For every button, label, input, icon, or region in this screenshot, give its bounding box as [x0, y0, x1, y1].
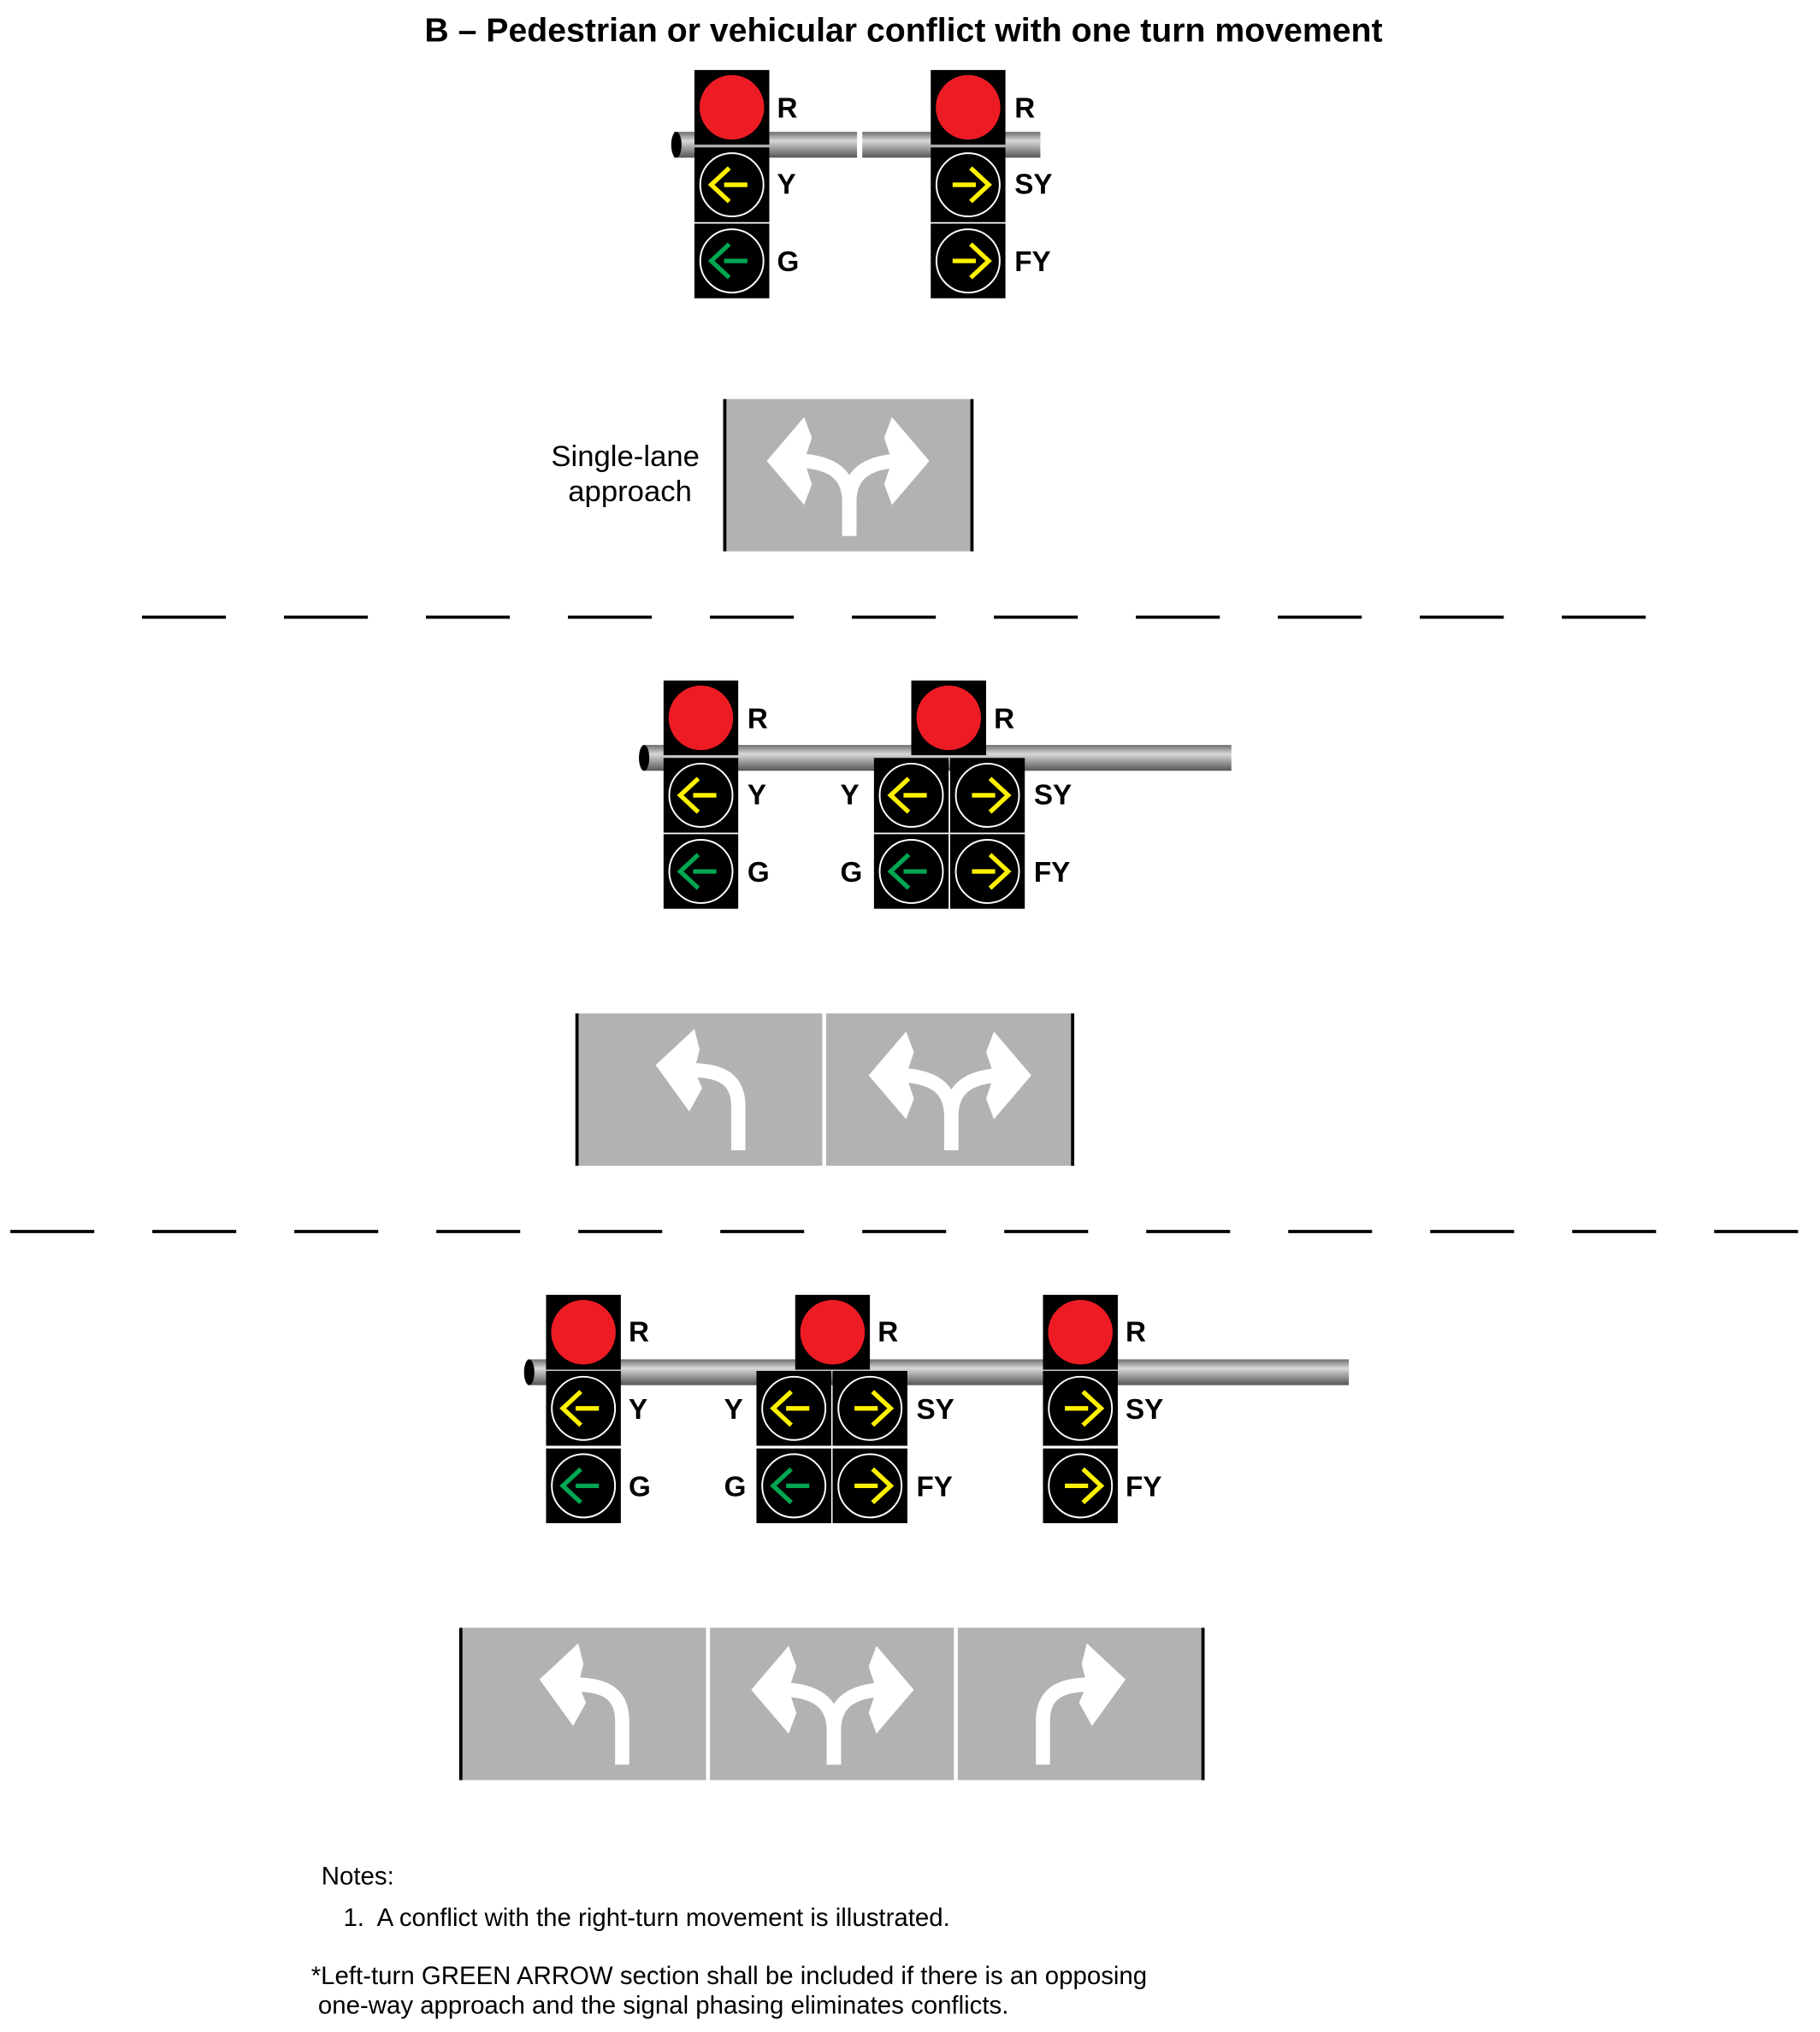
red-ball-icon: [931, 70, 1006, 145]
lane-label-line2: approach: [568, 476, 692, 508]
signal-label: SY: [917, 1394, 954, 1426]
yellow-right-arrow-icon: [832, 1371, 907, 1446]
green-left-arrow-icon: [694, 223, 770, 298]
yellow-left-arrow-icon: [756, 1371, 831, 1446]
pole-end-cap: [523, 1359, 535, 1385]
signal-head-left-turn: [664, 681, 739, 909]
yellow-left-arrow-icon: [664, 758, 739, 833]
green-left-arrow-icon: [756, 1449, 831, 1524]
footnote-line2: one-way approach and the signal phasing …: [311, 1992, 1009, 2020]
signal-head-right-turn: [931, 70, 1006, 298]
signal-head-right-turn: [1043, 1295, 1118, 1523]
signal-label: R: [748, 703, 768, 735]
signal-label: Y: [748, 779, 766, 811]
signal-label: Y: [777, 169, 796, 201]
signal-label: SY: [1126, 1394, 1163, 1426]
yellow-left-arrow-icon: [874, 758, 949, 833]
pole-end-cap: [639, 745, 650, 771]
signal-label: FY: [917, 1471, 953, 1503]
yellow-left-arrow-icon: [546, 1371, 621, 1446]
red-ball-icon: [546, 1295, 621, 1370]
signal-label: R: [878, 1316, 898, 1348]
signal-head-left-turn: [546, 1295, 621, 1523]
red-ball-icon: [1043, 1295, 1118, 1370]
red-ball-icon: [912, 681, 987, 756]
signal-label: SY: [1034, 779, 1072, 811]
signal-label: G: [724, 1471, 747, 1503]
mast-arm-pole: [528, 1359, 1350, 1385]
yellow-left-arrow-icon: [694, 147, 770, 222]
green-left-arrow-icon: [874, 834, 949, 909]
signal-head-left-turn: [694, 70, 770, 298]
signal-label: Y: [841, 779, 860, 811]
flashing-yellow-right-arrow-icon: [1043, 1449, 1118, 1524]
section-two-lane: R Y G R Y G SY FY: [575, 681, 1232, 1167]
signal-label: G: [777, 246, 800, 278]
signal-label: FY: [1126, 1471, 1161, 1503]
signal-label: G: [748, 857, 770, 889]
lane-label-line1: Single-lane: [551, 440, 700, 473]
yellow-right-arrow-icon: [931, 147, 1006, 222]
red-ball-icon: [694, 70, 770, 145]
yellow-right-arrow-icon: [1043, 1371, 1118, 1446]
notes-heading: Notes:: [322, 1863, 394, 1891]
note-item: 1. A conflict with the right-turn moveme…: [343, 1904, 949, 1932]
signal-label: FY: [1014, 246, 1050, 278]
section-three-lane: R Y G Y G R SY FY R SY FY: [458, 1295, 1350, 1781]
signal-label: FY: [1034, 857, 1070, 889]
pole-end-cap: [671, 132, 682, 158]
signal-label: Y: [724, 1394, 743, 1426]
red-ball-icon: [795, 1295, 871, 1370]
green-left-arrow-icon: [546, 1449, 621, 1524]
green-left-arrow-icon: [664, 834, 739, 909]
section-single-lane: R Y G R SY FY Single-lane approach: [551, 70, 1053, 552]
flashing-yellow-right-arrow-icon: [950, 834, 1025, 909]
flashing-yellow-right-arrow-icon: [832, 1449, 907, 1524]
signal-label: R: [1014, 93, 1035, 125]
diagram-title: B – Pedestrian or vehicular conflict wit…: [424, 12, 1382, 50]
signal-label: R: [629, 1316, 649, 1348]
red-ball-icon: [664, 681, 739, 756]
footnote-line1: *Left-turn GREEN ARROW section shall be …: [311, 1962, 1147, 1990]
signal-label: G: [841, 857, 863, 889]
signal-label: Y: [629, 1394, 647, 1426]
flashing-yellow-right-arrow-icon: [931, 223, 1006, 298]
signal-label: R: [1126, 1316, 1146, 1348]
signal-label: G: [629, 1471, 651, 1503]
signal-label: SY: [1014, 169, 1052, 201]
signal-label: R: [994, 703, 1014, 735]
signal-label: R: [777, 93, 798, 125]
yellow-right-arrow-icon: [950, 758, 1025, 833]
notes: Notes: 1. A conflict with the right-turn…: [311, 1863, 1147, 2020]
